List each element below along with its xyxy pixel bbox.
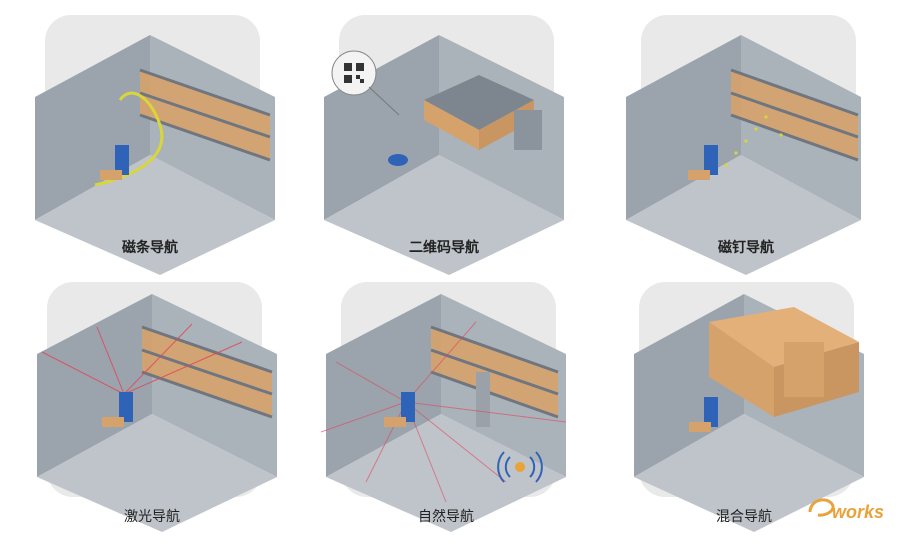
warehouse-scene-laser: [37, 294, 277, 532]
caption-hybrid: 混合导航: [716, 509, 772, 525]
floor: [35, 155, 275, 275]
agv-robot: [388, 154, 408, 166]
qr-code-callout: [331, 50, 377, 96]
shelf-grid: [424, 75, 542, 150]
card-natural: 自然导航: [296, 282, 596, 547]
left-wall: [626, 35, 741, 220]
caption-natural: 自然导航: [418, 509, 474, 525]
svg-text:works: works: [832, 502, 884, 522]
floor: [324, 155, 564, 275]
magnetic-nails: [724, 115, 783, 167]
card-hybrid: 混合导航: [594, 282, 894, 547]
warehouse-scene-qr-code: [324, 35, 564, 275]
left-wall: [35, 35, 150, 220]
shelf-rack: [430, 325, 559, 419]
caption-magnetic-nail: 磁钉导航: [718, 240, 774, 256]
shelf-rack: [730, 68, 859, 162]
signal-icon: [497, 451, 543, 483]
qr-code-icon: [344, 63, 364, 83]
card-magnetic-nail: 磁钉导航: [596, 15, 896, 280]
agv-forklift: [688, 145, 718, 180]
warehouse-scene-magnetic-nail: [626, 35, 861, 275]
left-wall: [324, 35, 439, 220]
card-magnetic-strip: 磁条导航: [0, 15, 300, 280]
laser-beams: [41, 323, 243, 395]
card-laser: 激光导航: [2, 282, 302, 547]
caption-qr-code: 二维码导航: [409, 240, 479, 256]
warehouse-scene-hybrid: [634, 294, 864, 532]
floor: [626, 155, 861, 275]
box-stacks: [709, 307, 859, 417]
left-wall: [37, 294, 152, 477]
card-qr-code: 二维码导航: [294, 15, 594, 280]
agv-forklift: [384, 392, 415, 427]
warehouse-scene-magnetic-strip: [35, 35, 275, 275]
agv-forklift: [102, 392, 133, 427]
floor: [634, 414, 864, 532]
caption-magnetic-strip: 磁条导航: [122, 240, 178, 256]
left-wall: [326, 294, 441, 477]
floor: [37, 414, 277, 532]
shelf-rack: [139, 68, 271, 162]
callout-line: [368, 86, 400, 116]
agv-forklift: [689, 397, 718, 432]
pillar: [476, 372, 490, 427]
caption-laser: 激光导航: [124, 509, 180, 525]
floor: [326, 414, 566, 532]
e-works-logo: works: [808, 498, 884, 522]
warehouse-scene-natural: [320, 294, 567, 532]
agv-forklift: [100, 145, 129, 180]
scan-rays: [320, 321, 567, 503]
shelf-rack: [141, 325, 273, 419]
